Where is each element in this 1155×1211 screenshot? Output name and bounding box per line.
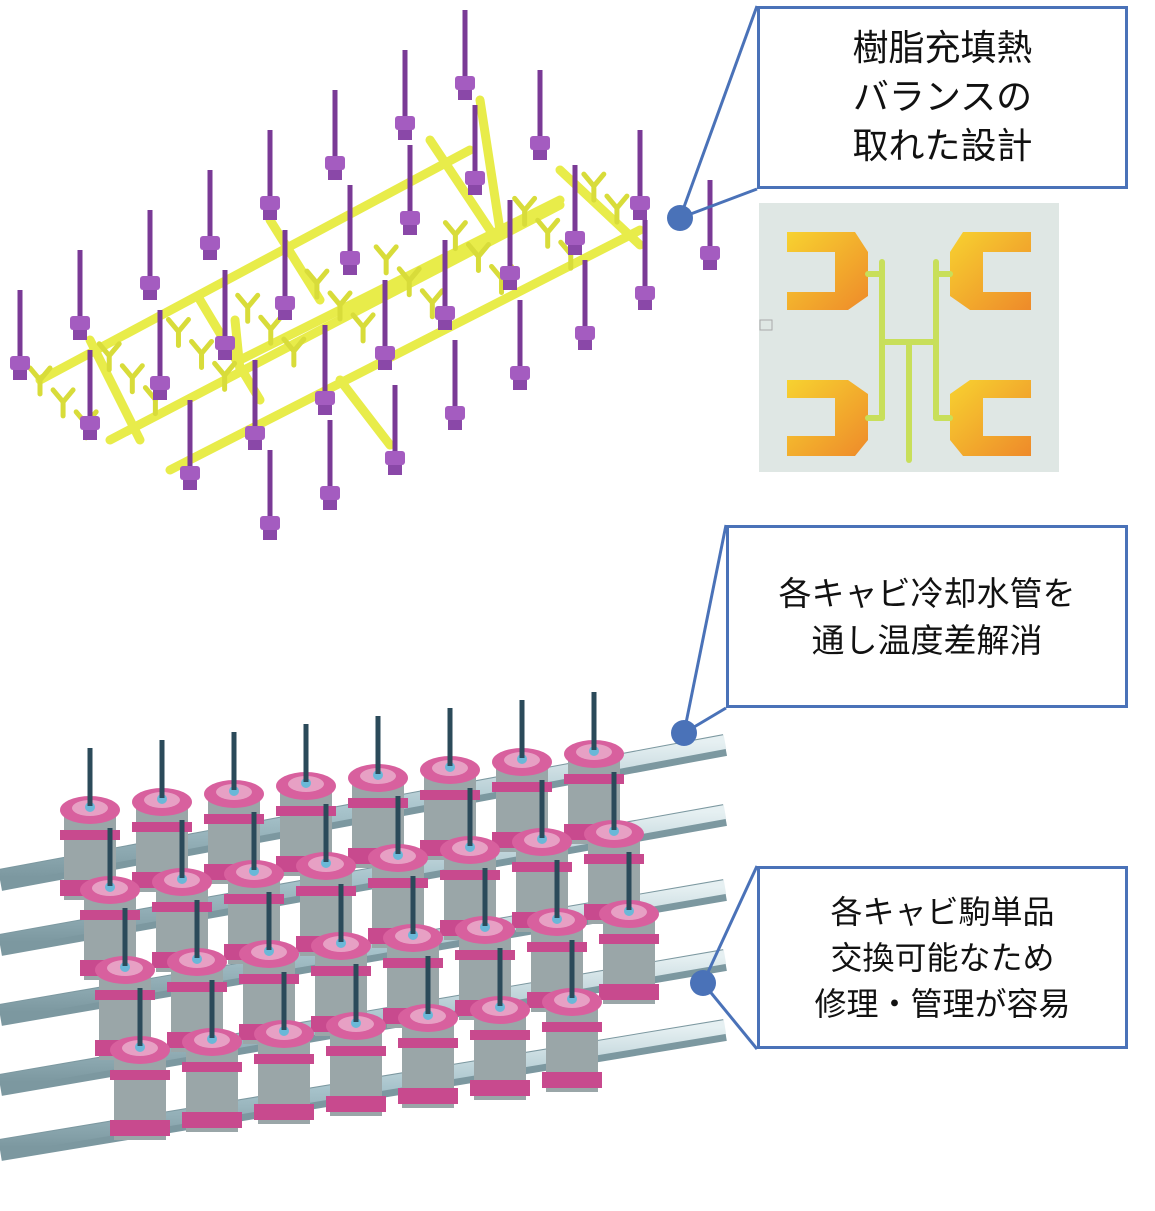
cavity-core (326, 964, 386, 1116)
callout-replaceable-core: 各キャビ駒単品 交換可能なため 修理・管理が容易 (757, 866, 1128, 1049)
gate-pin (260, 130, 280, 220)
cavity-core (542, 940, 602, 1092)
gate-pin (575, 260, 595, 350)
runner-branch-stub (27, 365, 53, 397)
callout-text-line: 各キャビ冷却水管を (778, 573, 1076, 613)
callout-text-line: 各キャビ駒単品 (830, 892, 1055, 931)
cavity-core (182, 980, 242, 1132)
runner-branch-stub (581, 171, 607, 203)
runner-branch-stub (189, 338, 215, 370)
gate-pin (80, 350, 100, 440)
gate-pin (340, 185, 360, 275)
molded-part-photo (759, 203, 1059, 472)
gate-pin (385, 385, 405, 475)
cavity-core (398, 956, 458, 1108)
runner-beam (230, 315, 245, 375)
gate-pin (400, 145, 420, 235)
cavity-core (599, 852, 659, 1004)
gate-pin (180, 400, 200, 490)
runner-branch-stub (212, 360, 238, 392)
gate-pin (140, 210, 160, 300)
gate-pin (455, 10, 475, 100)
cavity-core (440, 788, 500, 940)
runner-branch-stub (604, 193, 630, 225)
runner-beam (265, 215, 325, 305)
callout-dot-icon (690, 970, 716, 996)
callout-cooling-pipe: 各キャビ冷却水管を 通し温度差解消 (726, 525, 1128, 708)
runner-branch-stub (235, 292, 261, 324)
runner-branch-stub (465, 242, 491, 274)
callout-text-line: 樹脂充填熱 (852, 28, 1033, 69)
runner-branch-stub (512, 195, 538, 227)
runner-beam (85, 335, 145, 445)
callout-text-line: 取れた設計 (852, 126, 1033, 167)
runner-beam (35, 145, 475, 385)
gate-pin (150, 310, 170, 400)
callout-dot-icon (667, 205, 693, 231)
mold-cooling-model (0, 692, 728, 1161)
runner-beam (335, 375, 395, 450)
runner-beam (425, 135, 495, 235)
gate-pin (435, 240, 455, 330)
runner-branch-stub (327, 290, 353, 322)
runner-branch-stub (535, 217, 561, 249)
cavity-core (204, 732, 264, 884)
runner-branch-stub (165, 317, 191, 349)
gate-pin (10, 290, 30, 380)
runner-branch-stub (373, 244, 399, 276)
gate-pin (70, 250, 90, 340)
gate-pin (635, 220, 655, 310)
callout-resin-fill-balance: 樹脂充填熱 バランスの 取れた設計 (757, 6, 1128, 189)
gate-pin (275, 230, 295, 320)
runner-beam (475, 95, 505, 235)
gate-pin (375, 280, 395, 370)
gate-pin (445, 340, 465, 430)
callout-text-line: 交換可能なため (830, 938, 1055, 977)
gate-pin (630, 130, 650, 220)
callout-dot-icon (671, 720, 697, 746)
runner-beam (105, 200, 565, 445)
cavity-core (455, 868, 515, 1020)
runner-system-model (10, 10, 720, 540)
gate-pin (530, 70, 550, 160)
gate-pin (215, 270, 235, 360)
runner-beam (235, 195, 565, 365)
callout-text-line: 修理・管理が容易 (814, 984, 1071, 1023)
gate-pin (200, 170, 220, 260)
cavity-core (110, 988, 170, 1140)
runner-branch-stub (350, 312, 376, 344)
gate-pin (395, 50, 415, 140)
gate-pin (510, 300, 530, 390)
runner-branch-stub (304, 268, 330, 300)
gate-pin (500, 200, 520, 290)
callout-text-line: 通し温度差解消 (811, 620, 1043, 660)
runner-branch-stub (119, 363, 145, 395)
gate-pin (315, 325, 335, 415)
gate-pin (325, 90, 345, 180)
gate-pin (245, 360, 265, 450)
runner-branch-stub (281, 336, 307, 368)
cavity-core (276, 724, 336, 876)
runner-branch-stub (442, 220, 468, 252)
cavity-core (254, 972, 314, 1124)
runner-branch-stub (96, 341, 122, 373)
cavity-core (470, 948, 530, 1100)
runner-branch-stub (419, 288, 445, 320)
runner-branch-stub (396, 266, 422, 298)
gate-pin (565, 165, 585, 255)
gate-pin (320, 420, 340, 510)
gate-pin (260, 450, 280, 540)
gate-pin (465, 105, 485, 195)
runner-branch-stub (50, 387, 76, 419)
callout-text-line: バランスの (852, 77, 1033, 118)
gate-pin (700, 180, 720, 270)
